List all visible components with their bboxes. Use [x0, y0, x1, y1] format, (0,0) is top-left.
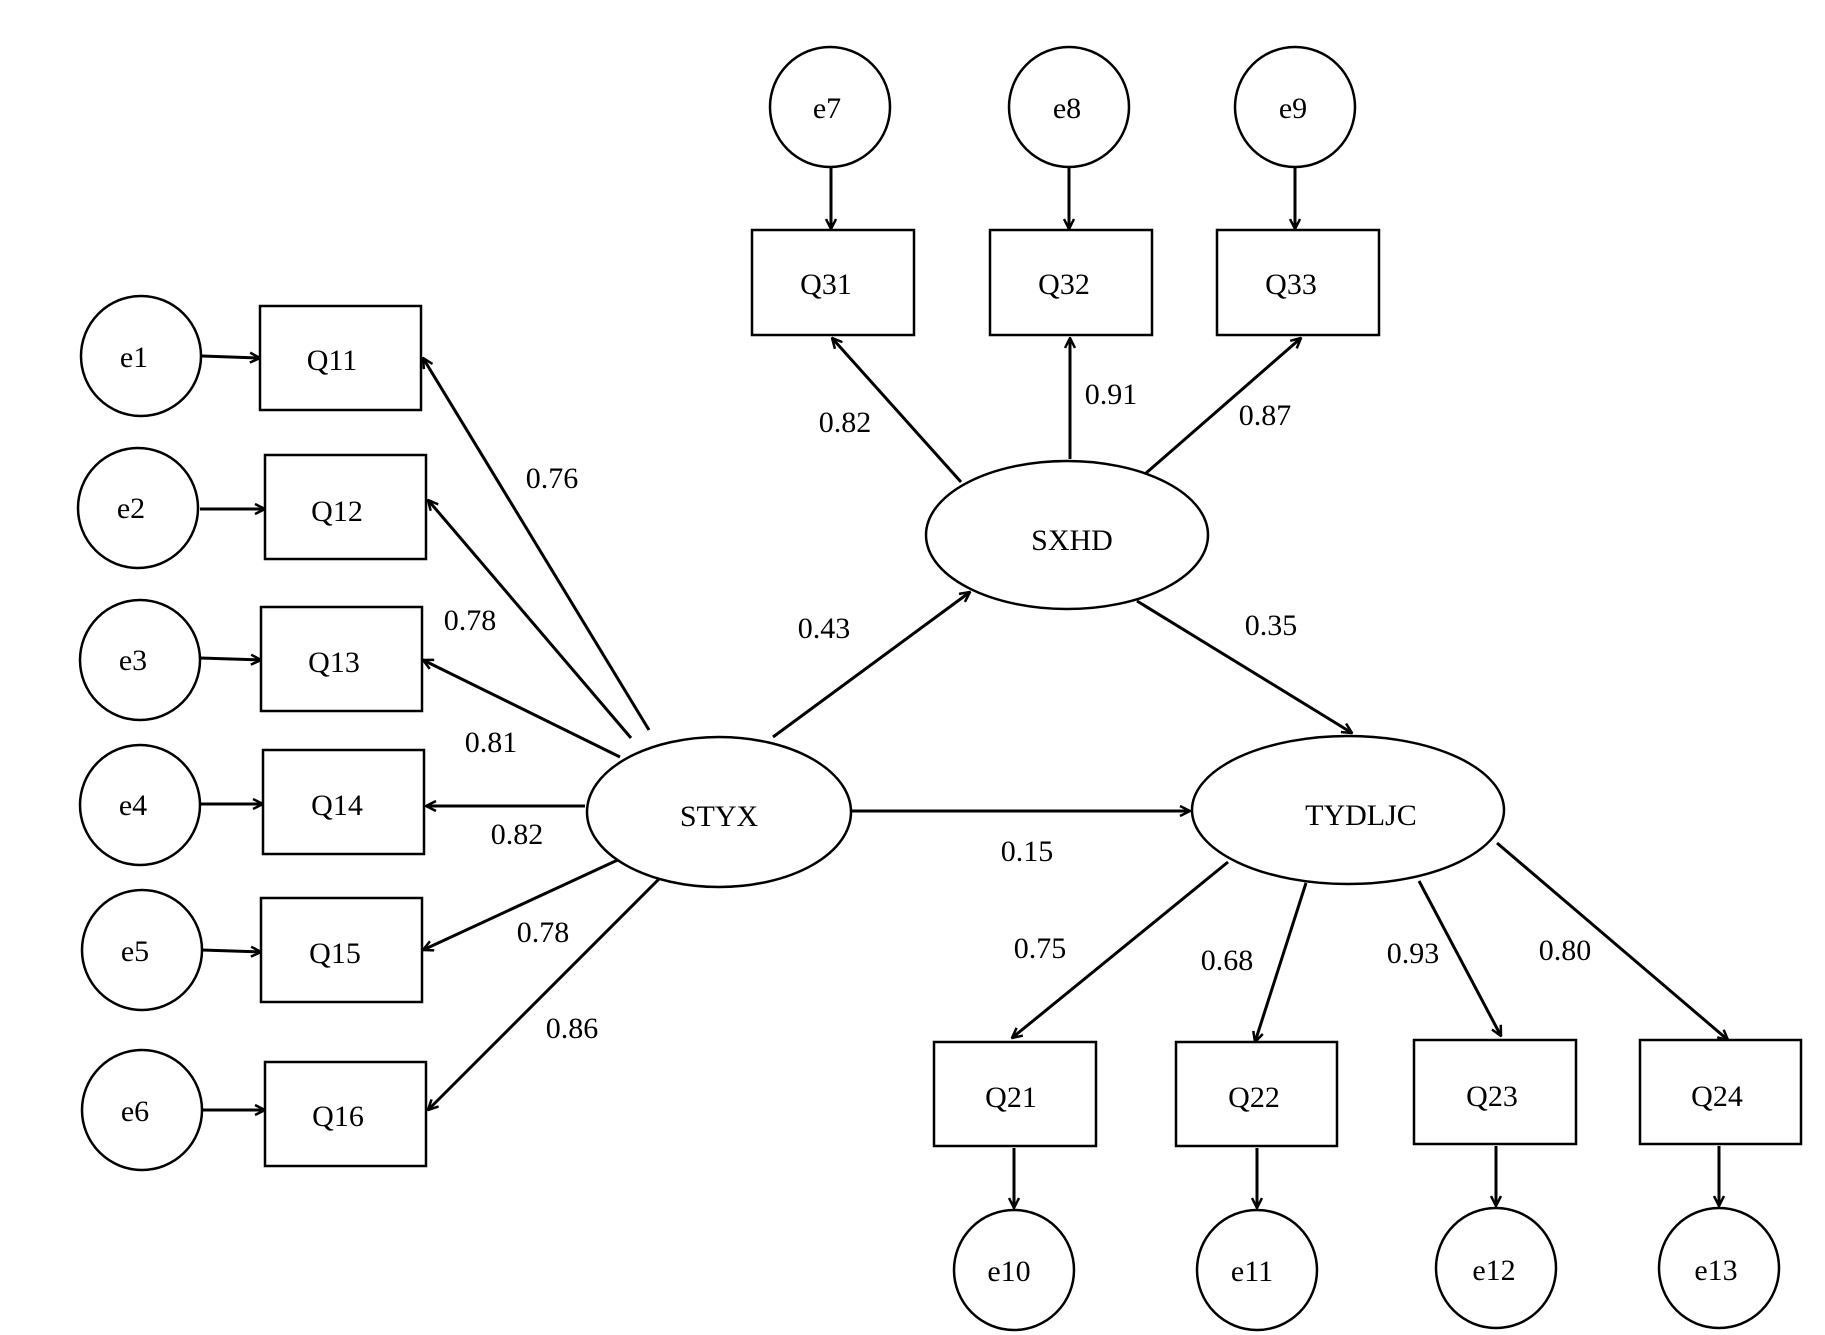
structural-path-styx-sxhd [772, 592, 970, 739]
error-node-e1: e1 [79, 294, 203, 418]
indicator-label: Q12 [311, 495, 363, 528]
indicator-label: Q15 [309, 937, 361, 970]
loading-path-styx-q11 [423, 358, 651, 731]
coefficient-styx-q13: 0.81 [465, 726, 518, 759]
indicator-box-q31: Q31 [750, 228, 916, 337]
error-path-e3-q13 [199, 658, 261, 660]
indicator-label: Q31 [800, 268, 852, 301]
error-node-e4: e4 [78, 743, 202, 867]
loading-path-tydljc-q24 [1496, 841, 1728, 1040]
indicator-box-q32: Q32 [988, 228, 1154, 337]
loading-path-styx-q16 [428, 874, 664, 1110]
indicator-box-q33: Q33 [1215, 228, 1381, 337]
error-path-e1-q11 [201, 356, 260, 358]
indicator-box-q24: Q24 [1638, 1038, 1803, 1146]
error-node-e13: e13 [1657, 1206, 1781, 1330]
coefficient-styx-q14: 0.82 [491, 818, 544, 851]
error-node-e10: e10 [952, 1208, 1076, 1332]
coefficient-styx-q15: 0.78 [517, 916, 570, 949]
coefficient-sxhd-q31: 0.82 [819, 406, 872, 439]
indicator-box-q14: Q14 [261, 748, 426, 856]
indicator-box-q13: Q13 [259, 605, 424, 713]
coefficient-styx-sxhd: 0.43 [798, 612, 851, 645]
loading-path-styx-q12 [428, 500, 633, 739]
coefficient-styx-tydljc: 0.15 [1001, 835, 1054, 868]
error-label: e7 [813, 92, 841, 125]
error-node-e6: e6 [80, 1048, 204, 1172]
coefficient-sxhd-q33: 0.87 [1239, 399, 1292, 432]
error-node-e8: e8 [1007, 45, 1131, 169]
error-label: e10 [987, 1255, 1030, 1288]
latent-node-sxhd: SXHD [924, 459, 1210, 611]
error-label: e4 [119, 789, 147, 822]
coefficient-tydljc-q24: 0.80 [1539, 934, 1592, 967]
error-label: e5 [121, 935, 149, 968]
error-node-e2: e2 [76, 446, 200, 570]
error-label: e6 [121, 1095, 149, 1128]
error-node-e9: e9 [1233, 45, 1357, 169]
error-node-e3: e3 [78, 598, 202, 722]
error-label: e3 [119, 644, 147, 677]
error-path-e5-q15 [201, 950, 261, 952]
error-label: e9 [1279, 92, 1307, 125]
coefficient-sxhd-tydljc: 0.35 [1245, 609, 1298, 642]
loading-path-styx-q13 [423, 658, 621, 759]
loading-path-tydljc-q21 [1012, 860, 1229, 1038]
loading-path-sxhd-q31 [832, 338, 963, 484]
indicator-box-q22: Q22 [1174, 1040, 1339, 1148]
coefficient-styx-q16: 0.86 [546, 1012, 599, 1045]
latent-label: TYDLJC [1305, 799, 1417, 832]
error-node-e5: e5 [80, 888, 204, 1012]
loading-path-sxhd-q33 [1144, 338, 1301, 476]
error-node-e11: e11 [1195, 1208, 1319, 1332]
indicator-label: Q14 [311, 789, 363, 822]
indicator-label: Q11 [307, 344, 358, 377]
indicator-box-q12: Q12 [263, 453, 428, 561]
indicator-label: Q32 [1038, 268, 1090, 301]
error-node-e12: e12 [1434, 1206, 1558, 1330]
error-label: e12 [1472, 1254, 1515, 1287]
error-label: e8 [1053, 92, 1081, 125]
indicator-box-q16: Q16 [263, 1060, 428, 1168]
loading-path-tydljc-q23 [1417, 880, 1503, 1036]
coefficient-styx-q12: 0.78 [444, 604, 497, 637]
indicator-label: Q33 [1265, 268, 1317, 301]
coefficient-styx-q11: 0.76 [526, 462, 579, 495]
latent-node-tydljc: TYDLJC [1190, 734, 1506, 886]
indicator-label: Q21 [985, 1081, 1037, 1114]
coefficient-tydljc-q23: 0.93 [1387, 937, 1440, 970]
latent-label: SXHD [1031, 524, 1113, 557]
latent-label: STYX [680, 800, 759, 833]
indicator-label: Q22 [1228, 1081, 1280, 1114]
error-label: e13 [1694, 1254, 1737, 1287]
loading-path-styx-q15 [423, 856, 623, 950]
error-node-e7: e7 [768, 45, 892, 169]
indicator-label: Q16 [312, 1100, 364, 1133]
error-label: e11 [1231, 1255, 1273, 1288]
indicator-box-q11: Q11 [258, 304, 423, 412]
indicator-label: Q13 [308, 646, 360, 679]
indicator-box-q23: Q23 [1412, 1038, 1578, 1146]
indicator-label: Q24 [1691, 1080, 1743, 1113]
error-label: e2 [117, 492, 145, 525]
indicator-box-q15: Q15 [259, 896, 424, 1004]
coefficient-sxhd-q32: 0.91 [1085, 378, 1138, 411]
coefficient-tydljc-q21: 0.75 [1014, 932, 1067, 965]
error-label: e1 [120, 341, 148, 374]
latent-node-styx: STYX [585, 735, 853, 889]
indicator-label: Q23 [1466, 1080, 1518, 1113]
indicator-box-q21: Q21 [932, 1040, 1098, 1148]
coefficient-tydljc-q22: 0.68 [1201, 944, 1254, 977]
loading-path-tydljc-q22 [1255, 882, 1308, 1042]
structural-path-sxhd-tydljc [1136, 599, 1352, 733]
